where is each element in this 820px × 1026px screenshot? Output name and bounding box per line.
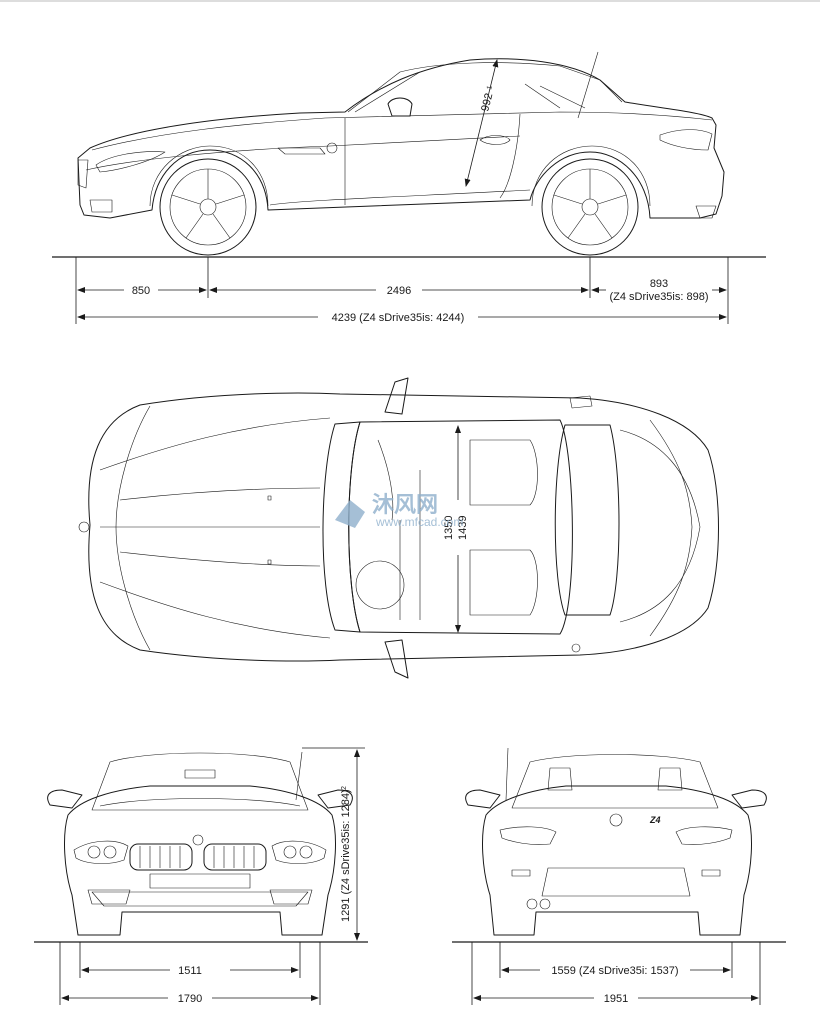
front-height-label: 1291 (Z4 sDrive35is: 1284)	[340, 789, 352, 922]
side-taillight	[659, 129, 713, 151]
side-body-outline	[77, 58, 725, 219]
rear-view: Z4 1559 (Z4 sDrive35i: 1537) 1951	[452, 747, 786, 1005]
rear-overhang-label: 893	[650, 278, 668, 290]
front-windshield	[91, 752, 309, 811]
rear-model-badge: Z4	[649, 815, 661, 825]
interior-width-a-label: 1350	[443, 516, 455, 540]
rear-plate-recess	[541, 867, 691, 897]
top-cockpit	[348, 419, 573, 635]
headroom-label: 992	[479, 92, 495, 113]
headroom-dimension-line	[464, 59, 499, 187]
headroom-note: 1	[486, 85, 494, 91]
front-body-outline	[64, 785, 336, 936]
front-grille-left	[129, 843, 193, 871]
front-height-note: 2	[341, 786, 348, 790]
side-headlight	[95, 151, 166, 173]
top-steering-wheel	[355, 560, 405, 610]
body-width-label: 1790	[178, 993, 202, 1005]
side-door-handle	[479, 135, 511, 145]
top-view: 1350 1439 沐风网 www.mfcad.com	[78, 377, 719, 679]
side-kidney-grille	[77, 159, 89, 189]
front-badge	[192, 834, 204, 846]
side-mirror	[387, 97, 413, 117]
side-antenna	[577, 51, 599, 119]
side-badge	[326, 142, 338, 154]
overall-length-label: 4239 (Z4 sDrive35is: 4244)	[332, 312, 465, 324]
top-mirror-right	[384, 639, 409, 679]
interior-width-b-label: 1439	[457, 516, 469, 540]
front-license-plate	[149, 873, 251, 889]
top-mirror-left	[384, 377, 409, 415]
front-grille-right	[203, 843, 267, 871]
rear-window	[511, 754, 719, 809]
top-seat-left	[469, 439, 538, 506]
top-seat-right	[469, 549, 538, 616]
rear-track-label: 1559 (Z4 sDrive35i: 1537)	[551, 965, 678, 977]
side-beltline	[91, 111, 713, 151]
side-gill	[277, 147, 326, 155]
watermark-url: www.mfcad.com	[375, 515, 463, 529]
rear-mirror-right	[731, 789, 767, 809]
width-with-mirrors-label: 1951	[604, 993, 628, 1005]
watermark-logo-icon	[335, 500, 365, 528]
side-front-wheel	[149, 145, 269, 256]
wheelbase-label: 2496	[387, 285, 411, 297]
top-body-outline	[88, 392, 719, 662]
top-rear-window	[554, 424, 620, 616]
front-view: 1291 (Z4 sDrive35is: 1284) 2 1511 1790	[34, 747, 368, 1005]
rear-exhaust-left	[526, 898, 538, 910]
front-track-label: 1511	[178, 965, 202, 977]
rear-badge	[609, 813, 623, 827]
rear-body-outline	[482, 785, 752, 936]
front-mirror-left	[47, 789, 83, 809]
rear-mirror-left	[465, 789, 501, 809]
rear-taillight-left	[499, 826, 557, 845]
front-headlight-left	[73, 840, 129, 864]
rear-overhang-variant-label: (Z4 sDrive35is: 898)	[609, 291, 708, 303]
front-overhang-label: 850	[132, 285, 150, 297]
front-mirror-right	[317, 789, 353, 809]
front-lower-intake	[91, 891, 309, 907]
side-view: 992 1 850 2496 893 (Z4 sDrive35is: 898) …	[52, 51, 766, 324]
watermark: 沐风网 www.mfcad.com	[335, 492, 463, 529]
front-headlight-right	[271, 840, 327, 864]
top-badge	[78, 521, 90, 533]
rear-taillight-right	[675, 826, 733, 845]
watermark-text: 沐风网	[372, 492, 438, 517]
rear-exhaust-right	[539, 898, 551, 910]
side-rear-wheel	[531, 145, 651, 256]
